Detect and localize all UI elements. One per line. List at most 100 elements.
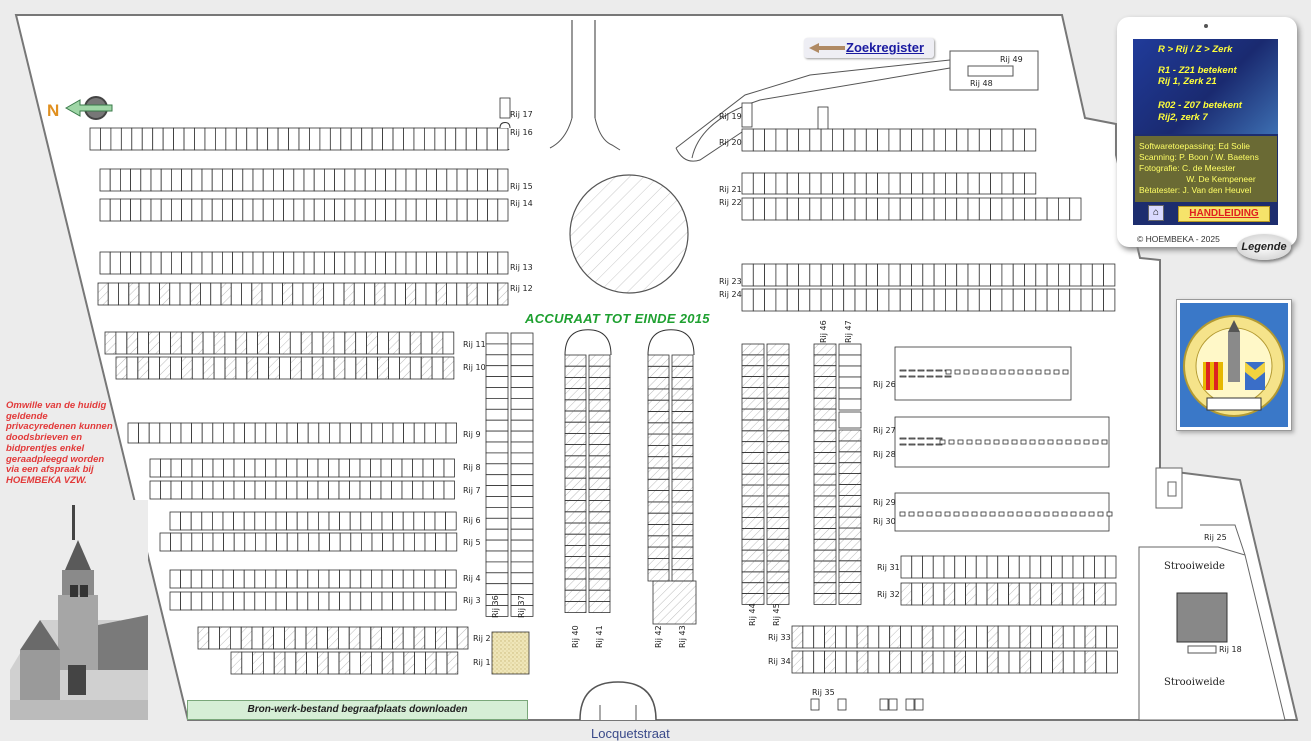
grave-col-37[interactable] [510,605,534,617]
grave-row-5[interactable] [159,532,172,552]
grave-col-43[interactable] [671,354,694,367]
row-label-22[interactable]: Rij 22 [719,198,742,207]
grave-row-3[interactable] [402,591,415,611]
grave-row-34[interactable] [856,650,869,674]
grave-col-46[interactable] [813,376,837,388]
grave-slot[interactable] [1020,439,1027,445]
grave-row-3[interactable] [339,591,351,611]
grave-row-22[interactable] [922,197,935,221]
grave-row-15[interactable] [425,168,437,192]
grave-row-13[interactable] [242,251,254,275]
grave-row-11[interactable] [137,331,149,355]
grave-row-6[interactable] [307,511,319,531]
grave-row-12[interactable] [179,282,191,306]
grave-row-6[interactable] [349,511,362,531]
grave-dash[interactable] [899,375,907,378]
grave-row-11[interactable] [289,331,302,355]
grave-row-12[interactable] [415,282,427,306]
grave-row-4[interactable] [286,569,298,589]
grave-col-46[interactable] [813,517,837,529]
grave-row-7[interactable] [328,480,340,500]
grave-row-10[interactable] [202,356,215,380]
grave-row-21[interactable] [865,172,878,195]
grave-row-4[interactable] [423,569,436,589]
grave-slot[interactable] [1038,439,1045,445]
grave-row-11[interactable] [104,331,117,355]
row-label-33[interactable]: Rij 33 [768,633,791,642]
grave-row-14[interactable] [201,198,213,222]
grave-row-10[interactable] [279,356,291,380]
grave-row-24[interactable] [933,288,946,312]
grave-row-22[interactable] [945,197,958,221]
grave-row-2[interactable] [337,626,350,650]
grave-row-21[interactable] [933,172,946,195]
grave-row-16[interactable] [444,127,457,151]
grave-row-5[interactable] [180,532,193,552]
grave-col-36[interactable] [485,387,509,399]
grave-row-15[interactable] [385,168,397,192]
grave-row-11[interactable] [377,331,389,355]
grave-col-47[interactable] [838,376,862,389]
grave-slot[interactable] [1025,511,1032,517]
grave-row-12[interactable] [446,282,458,306]
grave-col-43[interactable] [671,524,694,537]
grave-row-12[interactable] [251,282,263,306]
row-label-14[interactable]: Rij 14 [510,199,533,208]
grave-row-15[interactable] [405,168,417,192]
grave-row-7[interactable] [422,480,434,500]
grave-row-9[interactable] [392,422,405,444]
grave-col-36[interactable] [485,441,509,454]
grave-row-4[interactable] [296,569,309,589]
grave-row-21[interactable] [1001,172,1014,195]
grave-col-47[interactable] [838,473,862,485]
grave-row-16[interactable] [204,127,216,151]
grave-col-43[interactable] [671,535,694,548]
grave-slot[interactable] [1047,439,1054,445]
grave-dash[interactable] [917,443,925,446]
grave-col-44[interactable] [741,386,765,399]
grave-row-14[interactable] [385,198,397,222]
grave-col-42[interactable] [647,456,670,469]
grave-row-15[interactable] [446,168,458,192]
row-label-46[interactable]: Rij 46 [819,320,828,343]
grave-row-23[interactable] [764,263,777,287]
grave-row-21[interactable] [978,172,991,195]
grave-row-5[interactable] [413,532,426,552]
grave-row-24[interactable] [888,288,901,312]
grave-row-1[interactable] [338,651,351,675]
grave-row-24[interactable] [764,288,777,312]
grave-col-45[interactable] [766,343,790,356]
grave-row-7[interactable] [265,480,277,500]
grave-col-46[interactable] [813,571,837,584]
grave-col-36[interactable] [485,365,509,378]
grave-row-8[interactable] [244,458,256,478]
grave-row-11[interactable] [202,331,215,355]
grave-row-12[interactable] [374,282,386,306]
grave-row-16[interactable] [277,127,289,151]
grave-row-15[interactable] [120,168,132,192]
grave-row-4[interactable] [381,569,394,589]
grave-col-46[interactable] [813,462,837,475]
grave-col-40[interactable] [564,365,587,378]
grave-slot[interactable] [1008,369,1015,375]
grave-col-40[interactable] [564,432,587,445]
grave-row-34[interactable] [1062,650,1075,674]
grave-row-22[interactable] [764,197,777,221]
grave-row-23[interactable] [1035,263,1048,287]
grave-row-16[interactable] [89,127,101,151]
grave-row-20[interactable] [911,128,924,152]
grave-row-11[interactable] [355,331,368,355]
grave-row-34[interactable] [802,650,815,674]
grave-row-16[interactable] [371,127,383,151]
grave-row-33[interactable] [932,625,945,649]
grave-row-20[interactable] [945,128,958,152]
grave-row-23[interactable] [1012,263,1025,287]
grave-slot[interactable] [957,439,964,445]
grave-row-15[interactable] [364,168,376,192]
grave-col-42[interactable] [647,490,670,503]
grave-row-12[interactable] [148,282,160,306]
grave-row-13[interactable] [415,251,427,275]
grave-row-15[interactable] [334,168,346,192]
grave-row-20[interactable] [786,128,799,152]
grave-row-16[interactable] [423,127,436,151]
